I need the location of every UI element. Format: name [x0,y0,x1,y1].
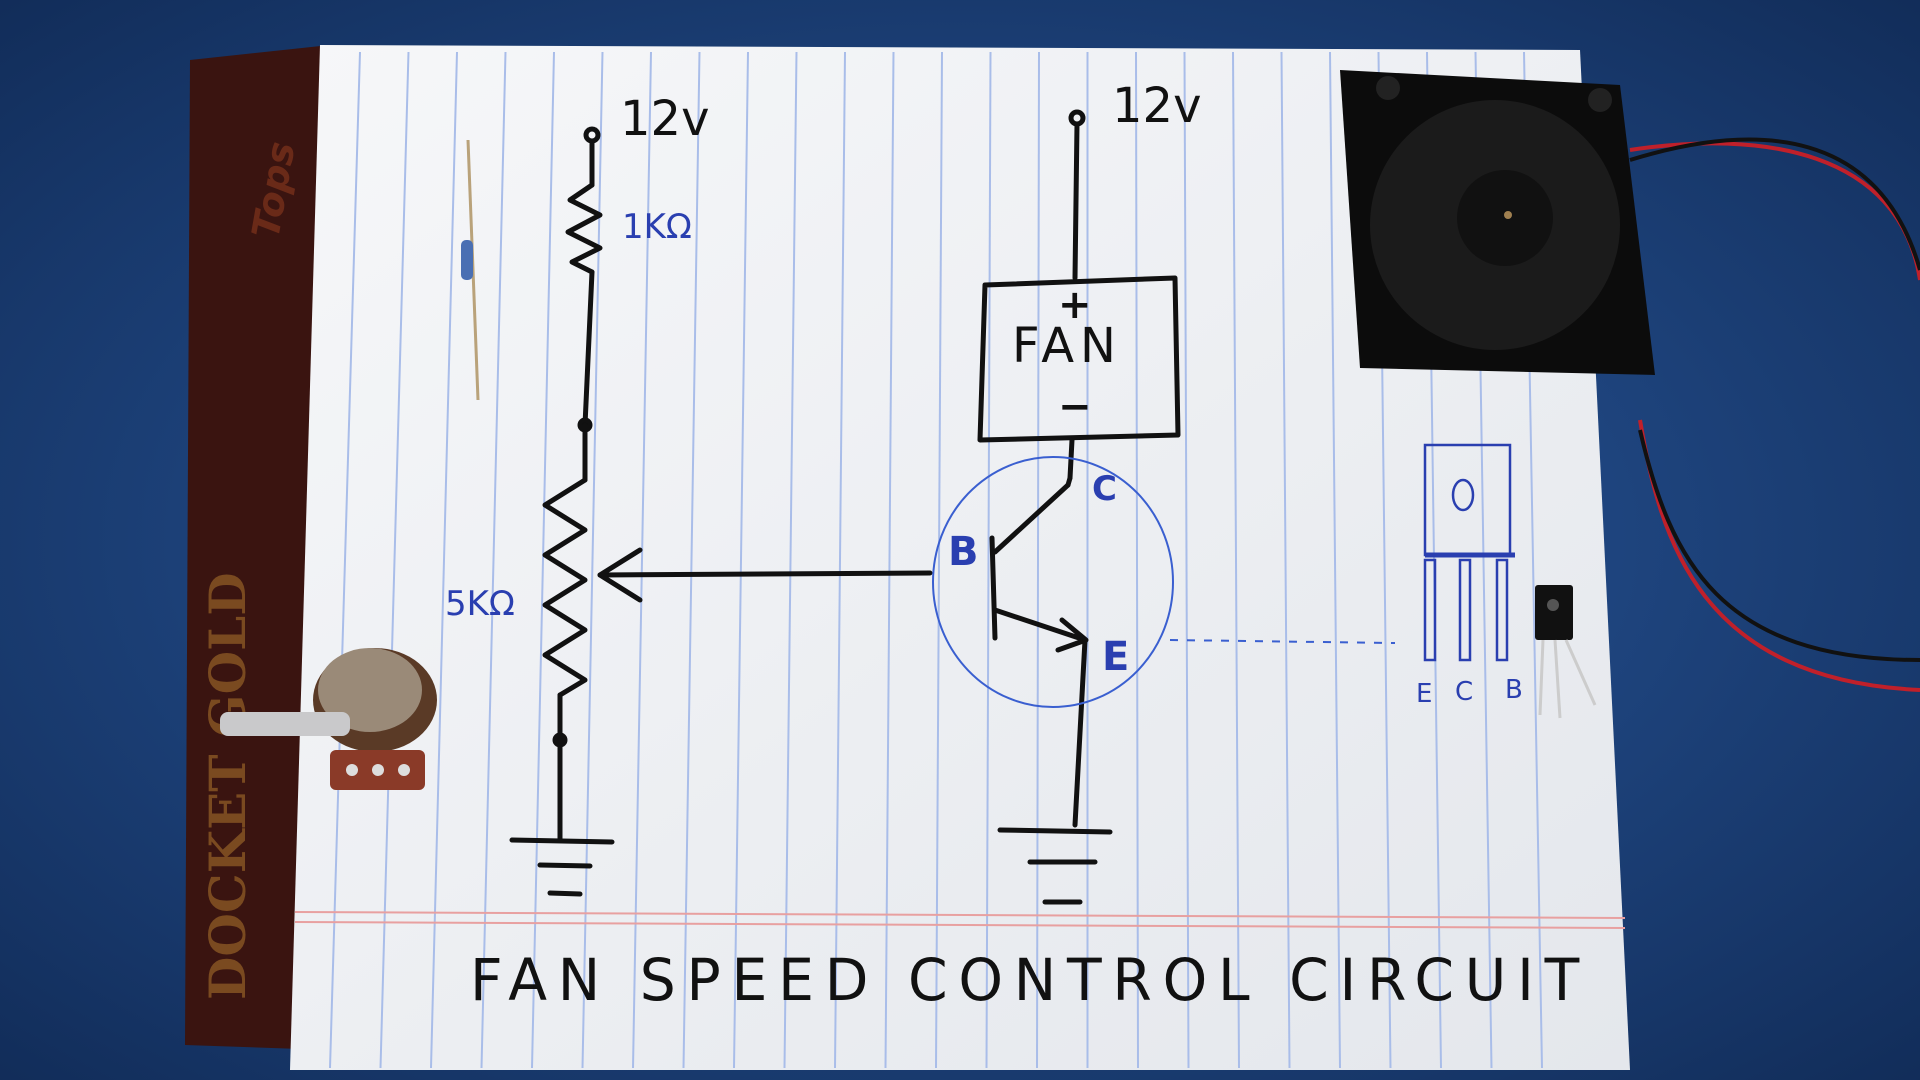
base-label: B [948,529,979,575]
fan-component-photo [1340,70,1920,692]
ruled-line [1135,51,1139,1069]
ruled-line [985,51,992,1069]
fan-box [977,275,1181,443]
ruled-line [379,51,410,1069]
transistor-base-bar [989,535,998,641]
pin-label-3: B [1505,675,1523,705]
pad-brand-text: DOCKET GOLD [198,572,257,1000]
pin-label-1: E [1416,679,1432,709]
ruled-line [1280,51,1291,1069]
wiper-line [597,570,933,578]
ruled-line [581,51,604,1069]
diagram-title: FAN SPEED CONTROL CIRCUIT [470,946,1590,1014]
pinout-hole [1451,478,1475,512]
ruled-line [1329,51,1341,1069]
fixed-resistor-label: 1KΩ [622,207,692,247]
ruled-line [884,51,895,1069]
ruled-line [329,51,361,1069]
fan-box-label: FAN [1012,318,1122,374]
fan-plus-label: + [1058,282,1092,328]
potentiometer-label: 5KΩ [445,584,515,624]
right-branch [977,109,1181,905]
margin-lines [294,911,1626,929]
notepad-backing: DOCKET GOLD Tops [185,45,330,1050]
ruled-lines [329,51,1543,1069]
pinout-dotted-line [1169,639,1396,644]
ruled-line [480,51,507,1069]
ruled-line [682,51,701,1069]
ruled-line [783,51,798,1069]
potentiometer-component-photo [220,648,437,790]
pin-label-2: C [1455,677,1473,707]
potentiometer-symbol [542,477,588,698]
collector-lead [992,482,1071,555]
left-branch [509,126,933,897]
right-ground-bar1 [997,827,1113,835]
transistor-pinout-sketch [1423,443,1515,662]
right-supply-label: 12v [1112,78,1201,134]
transistor-circle [932,456,1174,708]
transistor-component-photo [1535,585,1597,719]
paper-sheet [290,45,1630,1070]
emitter-lead [992,607,1088,643]
fixed-resistor-symbol [565,182,603,275]
ruled-line [1232,51,1240,1069]
ruled-line [1183,51,1190,1069]
resistor-component-photo [461,139,480,401]
left-supply-label: 12v [620,91,709,147]
ruled-line [733,51,749,1069]
ruled-line [834,51,846,1069]
ruled-line [935,51,943,1069]
ruled-line [531,51,555,1069]
ruled-line [1036,51,1040,1069]
ruled-line [632,51,652,1069]
collector-label: C [1092,469,1117,509]
wiper-arrowhead [597,547,643,603]
emitter-label: E [1102,634,1129,680]
left-ground-bar1 [509,837,615,845]
ruled-line [430,51,458,1069]
fan-minus-label: − [1058,384,1092,430]
